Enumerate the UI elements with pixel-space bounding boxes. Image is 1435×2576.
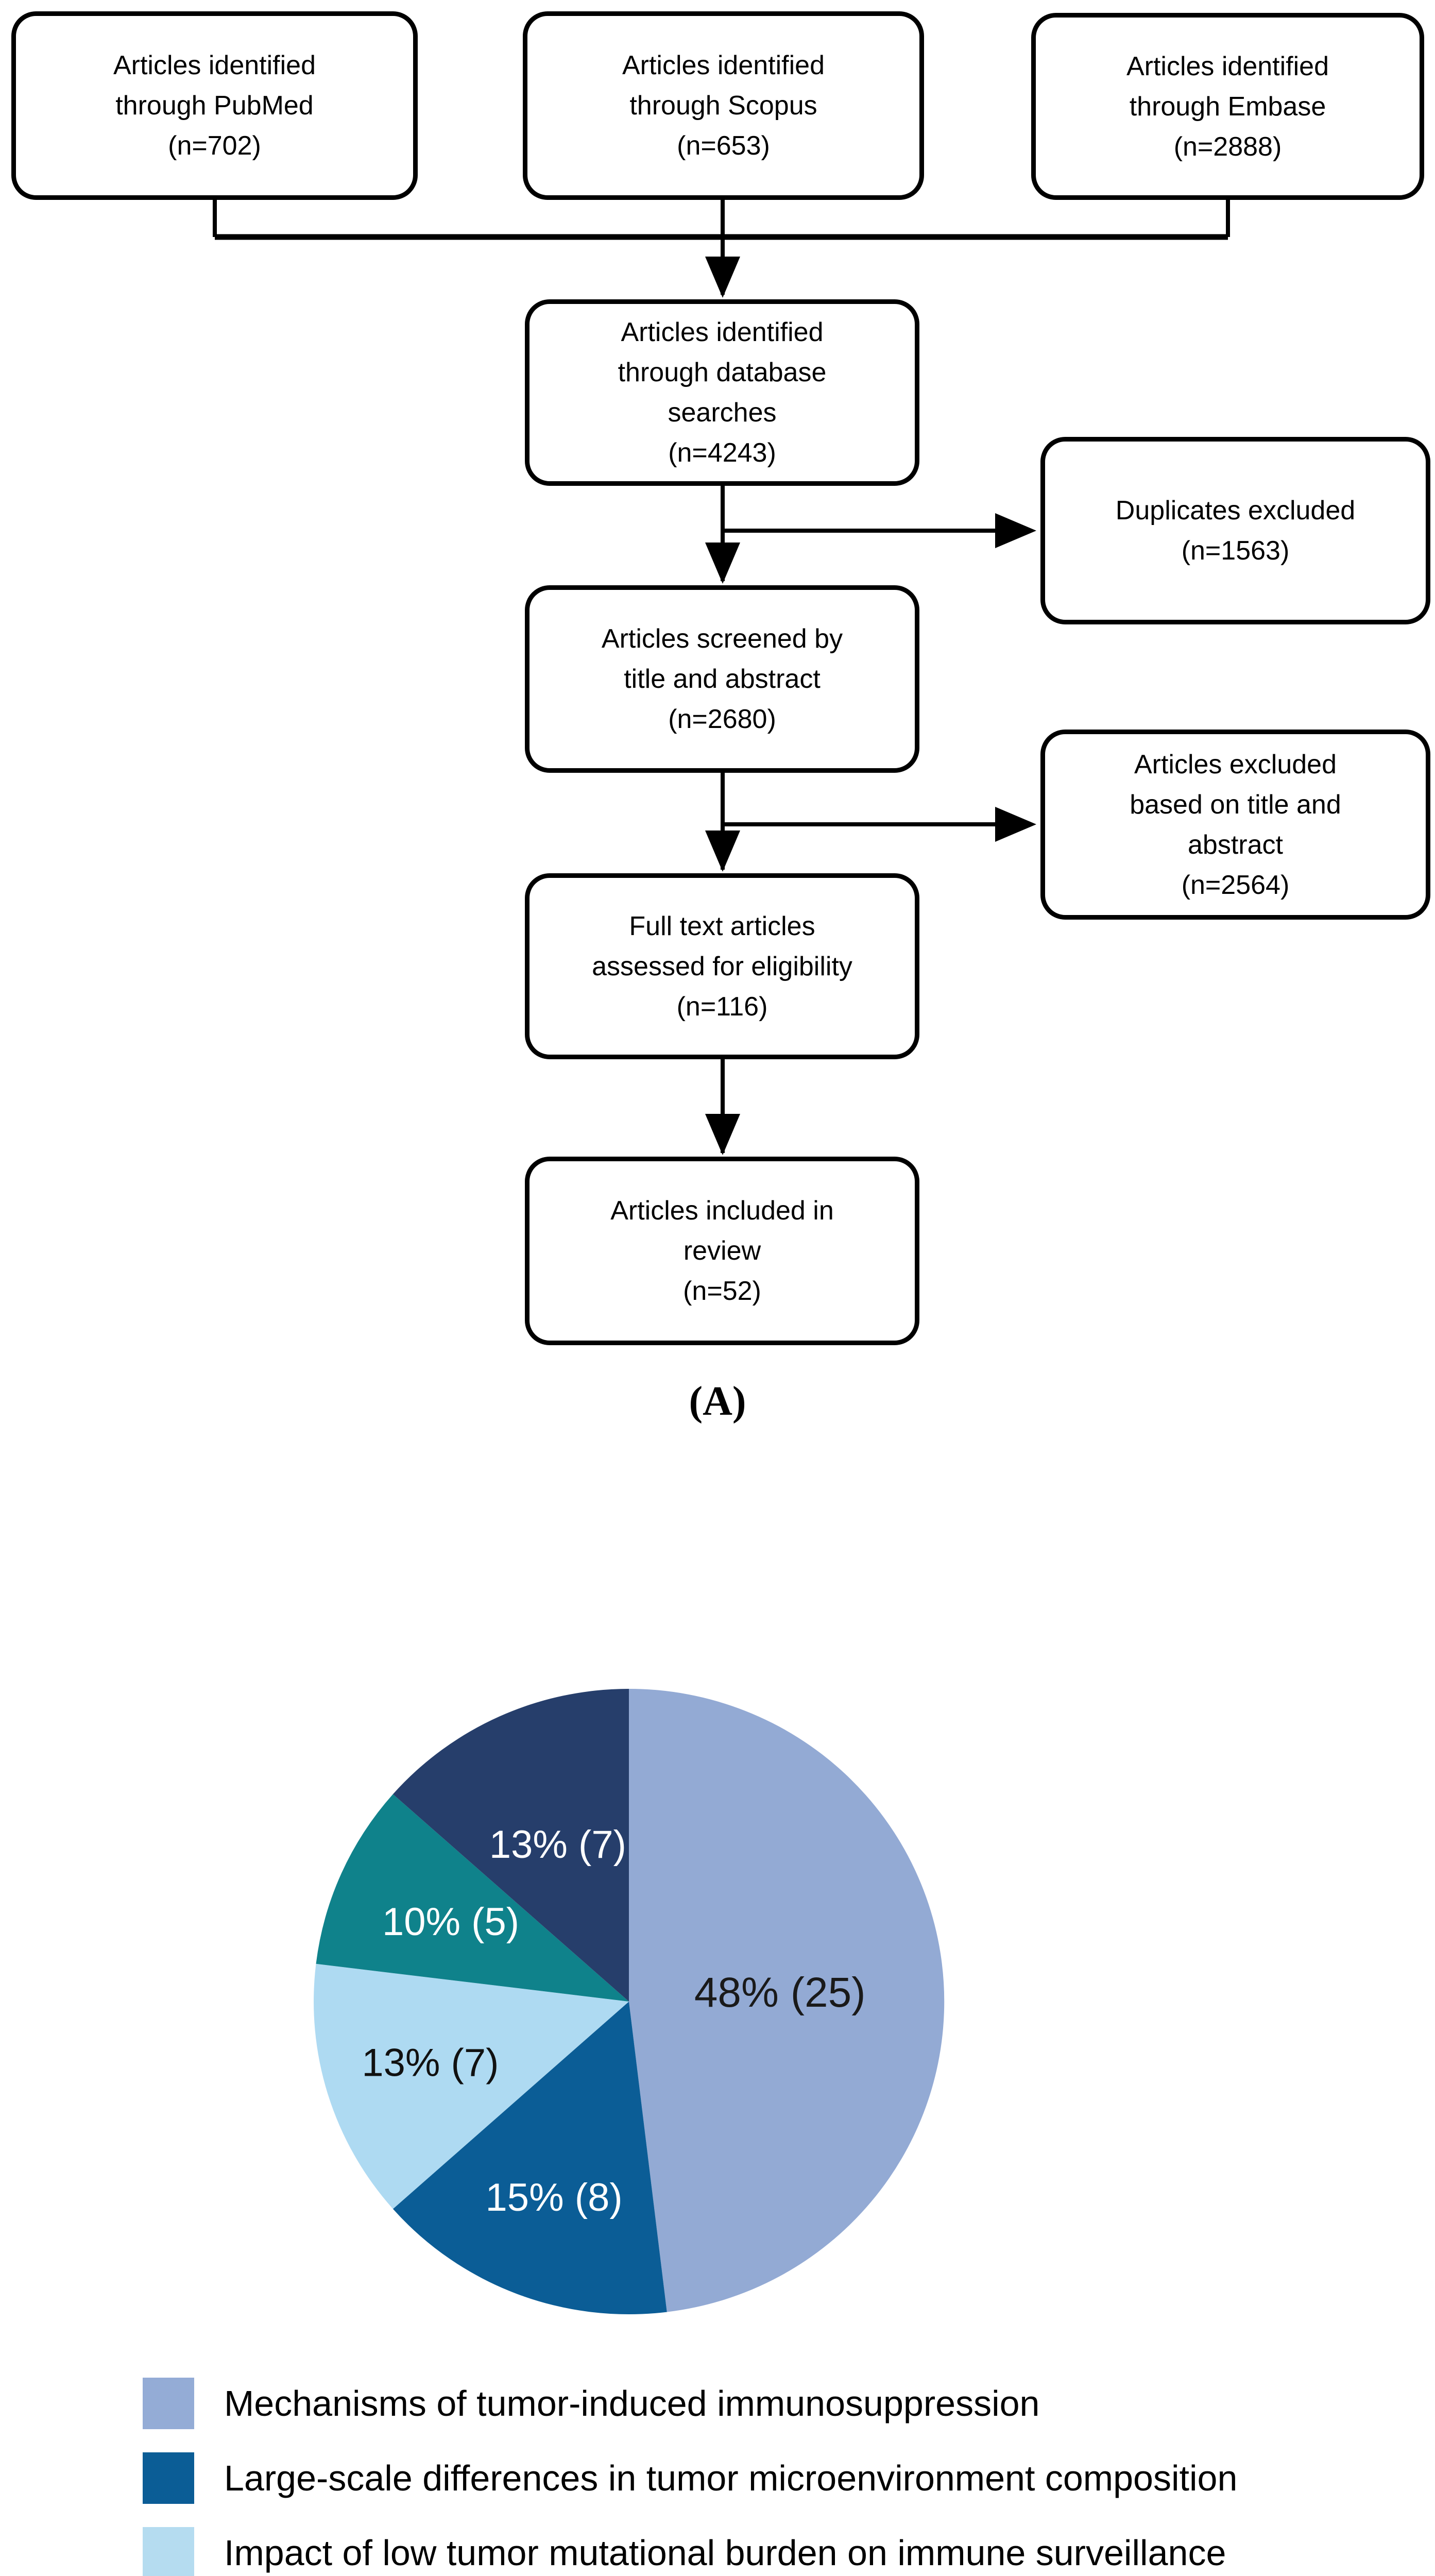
pie-slice [629,1689,945,2312]
flowchart-node-pubmed: Articles identified through PubMed (n=70… [11,11,418,200]
legend-item: Large-scale differences in tumor microen… [143,2452,1237,2504]
panel-a-label: (A) [689,1379,746,1424]
arrowhead-down-db [705,257,740,298]
pie-slice-label: 10% (5) [382,1900,519,1944]
pie-slice-label: 48% (25) [694,1969,866,2016]
pie-slice-label: 13% (7) [362,2041,499,2085]
arrowhead-right-duplicates [995,513,1036,548]
pie-slice [392,1689,629,2002]
flowchart-node-screened: Articles screened by title and abstract … [525,585,919,773]
flowchart-node-fulltext-label: Full text articles assessed for eligibil… [592,911,852,1022]
arrowhead-down-included [705,1114,740,1155]
pie-chart: 48% (25) 15% (8) 13% (7) 10% (5) 13% (7) [314,1689,945,2315]
pie-slice [392,2002,667,2315]
pie-slice-label: 15% (8) [486,2176,623,2219]
pie-slice-label: 13% (7) [489,1823,626,1867]
legend-label: Impact of low tumor mutational burden on… [224,2533,1226,2573]
arrowhead-down-screened [705,543,740,584]
flowchart-node-fulltext: Full text articles assessed for eligibil… [525,873,919,1059]
flowchart-node-database-label: Articles identified through database sea… [618,317,827,468]
flowchart-connectors [213,199,1230,1153]
legend-label: Large-scale differences in tumor microen… [224,2458,1238,2498]
legend-swatch [143,2527,194,2576]
flowchart-node-included: Articles included in review (n=52) [525,1157,919,1345]
flowchart-node-screened-label: Articles screened by title and abstract … [601,624,843,734]
legend-swatch [143,2378,194,2429]
flowchart-node-duplicates-excluded-label: Duplicates excluded (n=1563) [1115,496,1356,566]
legend-swatch [143,2452,194,2504]
arrowhead-down-fulltext [705,831,740,872]
flowchart-node-embase: Articles identified through Embase (n=28… [1031,13,1424,200]
legend-item: Impact of low tumor mutational burden on… [143,2527,1226,2576]
pie-slice [314,1963,629,2209]
legend-item: Mechanisms of tumor-induced immunosuppre… [143,2378,1039,2429]
flowchart-arrowheads [705,257,1036,1155]
flowchart-node-scopus-label: Articles identified through Scopus (n=65… [622,50,825,161]
pie-slice [316,1794,629,2002]
flowchart-node-included-label: Articles included in review (n=52) [610,1196,834,1306]
arrowhead-right-excluded [995,807,1036,842]
legend-label: Mechanisms of tumor-induced immunosuppre… [224,2383,1040,2424]
flowchart-node-pubmed-label: Articles identified through PubMed (n=70… [113,50,316,161]
flowchart-node-excluded: Articles excluded based on title and abs… [1040,730,1430,920]
flowchart-node-excluded-label: Articles excluded based on title and abs… [1130,749,1341,900]
flowchart-node-database: Articles identified through database sea… [525,299,919,486]
flowchart-node-scopus: Articles identified through Scopus (n=65… [523,11,924,200]
flowchart-node-duplicates-excluded: Duplicates excluded (n=1563) [1040,437,1430,624]
flowchart-node-embase-label: Articles identified through Embase (n=28… [1126,51,1329,162]
